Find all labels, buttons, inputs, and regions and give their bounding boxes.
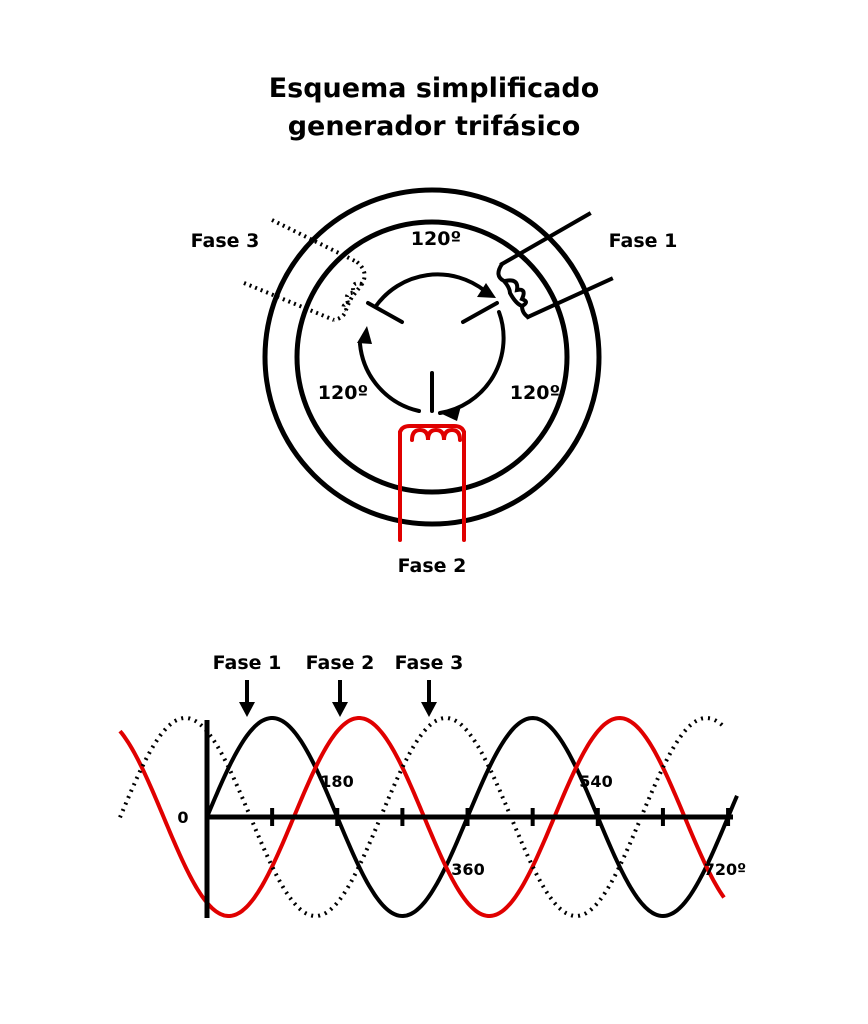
tick-label-360: 360 [451,860,484,879]
rotation-arc-left [358,342,421,413]
pole-mark-right [461,301,499,324]
pole-mark-left [366,301,404,324]
generator-phase1-label: Fase 1 [609,230,678,252]
rotation-arrowhead-left [357,326,372,344]
tick-label-720: 720º [704,860,746,879]
tick-label-180: 180 [320,772,353,791]
phase3-coil [243,218,367,322]
waveform-phase1-label: Fase 1 [213,652,282,674]
tick-label-540: 540 [579,772,612,791]
generator-phase3-label: Fase 3 [191,230,260,252]
stator-inner-ring [294,219,570,495]
phase-arrows [245,680,431,706]
waveform-chart: Fase 1 Fase 2 Fase 3 0 180 360 540 720º [118,652,746,919]
angle-label-top: 120º [411,228,461,250]
generator-diagram [243,187,614,542]
waveform-phase3-label: Fase 3 [395,652,464,674]
rotation-arc-right [438,310,506,415]
rotation-arc-top [374,272,487,308]
angle-label-left: 120º [318,382,368,404]
title-line-2: generador trifásico [288,111,581,142]
wave-series-group [118,715,739,919]
phase2-coil [398,424,466,542]
wave-fase-2 [118,715,726,918]
waveform-phase2-label: Fase 2 [306,652,375,674]
x-axis-ticks [270,808,731,826]
wave-fase-1 [205,715,739,919]
rotation-arrowhead-bottom [442,406,461,421]
title-line-1: Esquema simplificado [269,73,600,104]
rotation-arrowhead-top [477,283,496,298]
angle-label-right: 120º [510,382,560,404]
origin-label: 0 [177,808,188,827]
stator-outer-ring [262,187,602,527]
phase1-arrowhead [239,702,255,717]
phase2-arrowhead [332,702,348,717]
generator-phase2-label: Fase 2 [398,555,467,577]
phase3-arrowhead [421,702,437,717]
phase1-coil [496,211,614,320]
